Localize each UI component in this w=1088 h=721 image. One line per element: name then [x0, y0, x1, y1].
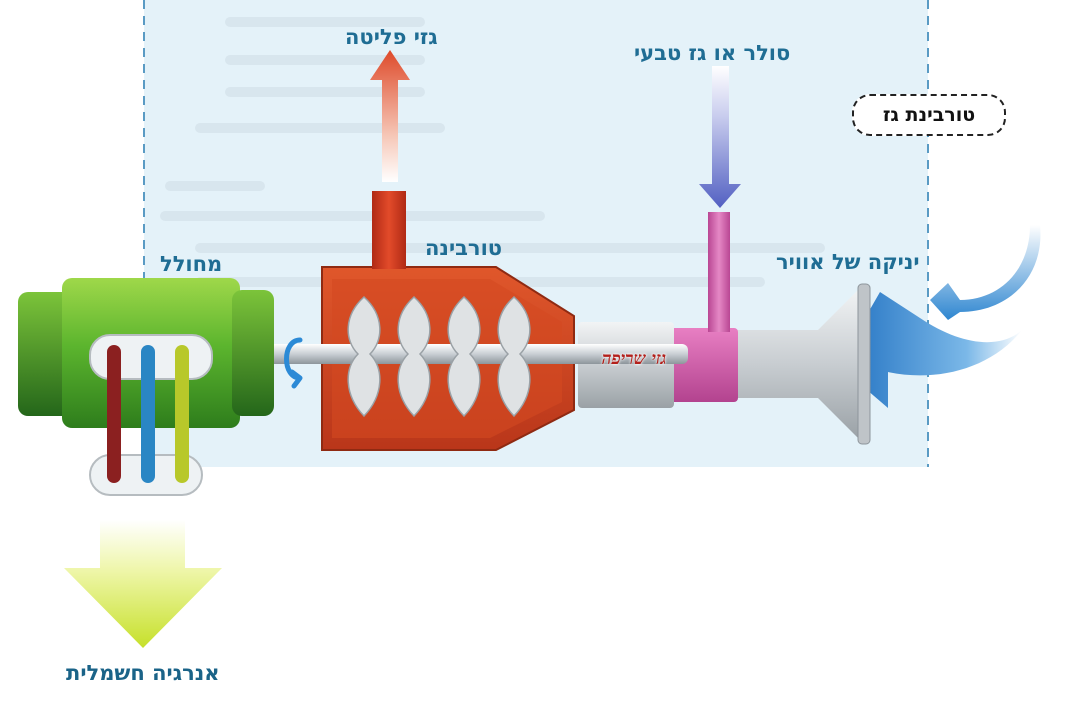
- fuel-label: סולר או גז טבעי: [634, 41, 791, 65]
- fuel-pipe: [708, 212, 730, 332]
- air-intake-arrow: [838, 292, 1022, 408]
- air-intake-arrow-top: [930, 225, 1041, 320]
- rotation-arrow-icon: [284, 337, 303, 389]
- generator-front-cap: [232, 290, 274, 416]
- exhaust-chimney: [372, 191, 406, 269]
- combustion-gases-label: גזי שריפה: [601, 349, 667, 369]
- turbine-blades: [347, 295, 531, 418]
- turbine-label: טורבינה: [425, 236, 503, 260]
- diagram-title: טורבינת גז: [852, 94, 1006, 136]
- air-inlet-funnel: [715, 288, 866, 440]
- exhaust-arrow: [370, 50, 410, 182]
- combustion-gas-duct: [578, 322, 674, 408]
- generator-coil-red: [107, 345, 121, 483]
- electric-energy-arrow: [64, 520, 222, 648]
- generator-coil-yellow: [175, 345, 189, 483]
- fuel-arrow: [699, 66, 741, 208]
- air-intake-label: יניקה של אוויר: [776, 250, 920, 274]
- generator-coil-blue: [141, 345, 155, 483]
- funnel-rim: [857, 283, 871, 445]
- generator-label: מחולל: [160, 252, 223, 276]
- electric-energy-label: אנרגיה חשמלית: [66, 661, 220, 685]
- exhaust-gases-label: גזי פליטה: [345, 25, 438, 49]
